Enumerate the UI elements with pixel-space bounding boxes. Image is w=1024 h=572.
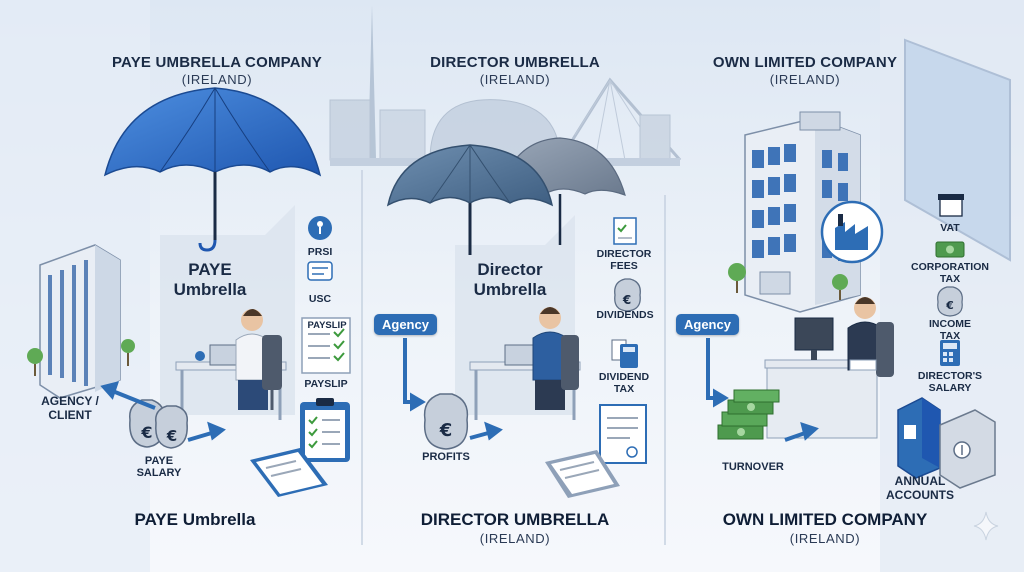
col2-subheading: (IRELAND) — [479, 72, 551, 87]
svg-text:€: € — [622, 293, 631, 307]
window-shape — [904, 38, 1011, 262]
sparkle-icon — [973, 511, 999, 541]
col2-heading: DIRECTOR UMBRELLA — [430, 54, 600, 71]
limited-company-worker-desk-icon — [764, 297, 894, 439]
director-tablet-icon — [545, 450, 620, 498]
col1-money-label: PAYE SALARY — [136, 455, 182, 479]
col3-agency-badge: Agency — [676, 314, 739, 335]
col1-subheading: (IRELAND) — [181, 72, 253, 87]
col3-item-income-tax: INCOME TAX — [929, 318, 971, 342]
col2-agency-badge: Agency — [374, 314, 437, 335]
col1-center-label: PAYE Umbrella — [173, 260, 247, 299]
paye-worker-desk-icon — [175, 309, 287, 420]
col1-footer: PAYE Umbrella — [134, 510, 256, 529]
col1-item-usc: USC — [308, 293, 332, 305]
directors-salary-calculator-icon — [940, 340, 960, 366]
turnover-cash-stack-icon — [717, 389, 780, 440]
income-tax-bag-icon: € — [937, 286, 963, 317]
col2-center-label: Director Umbrella — [473, 260, 547, 299]
col3-accounts-label: ANNUAL ACCOUNTS — [886, 474, 954, 502]
euro-money-bags-icon: € € — [129, 399, 189, 449]
payslip-document-icon — [301, 317, 351, 374]
col3-heading: OWN LIMITED COMPANY — [712, 54, 898, 71]
col1-item-prsi: PRSI — [307, 246, 333, 258]
col3-footer-sub: (IRELAND) — [789, 531, 861, 546]
col3-footer: OWN LIMITED COMPANY — [722, 510, 928, 529]
col3-item-vat: VAT — [940, 222, 960, 234]
safe-icon — [939, 409, 996, 489]
prsi-icon — [308, 216, 332, 240]
svg-text:€: € — [140, 423, 152, 442]
col1-heading: PAYE UMBRELLA COMPANY — [111, 54, 323, 71]
director-document-icon — [599, 404, 647, 464]
col1-item-payslip: PAYSLIP — [304, 378, 348, 390]
umbrella-slate-icon — [386, 144, 554, 255]
umbrella-blue-icon — [103, 87, 322, 252]
clipboard-checklist-icon — [300, 398, 350, 462]
col2-item-dividend-tax: DIVIDEND TAX — [598, 371, 650, 395]
corporation-tax-banknote-icon — [935, 241, 965, 258]
col2-footer-sub: (IRELAND) — [479, 531, 551, 546]
col3-subheading: (IRELAND) — [769, 72, 841, 87]
flow-arrow-col2 — [403, 338, 503, 441]
director-worker-desk-icon — [469, 307, 581, 420]
col3-item-corporation-tax: CORPORATION TAX — [911, 261, 989, 285]
vat-icon — [938, 194, 964, 217]
director-fees-icon — [613, 217, 637, 245]
calculator-icon — [611, 339, 638, 368]
flow-arrow-col3 — [706, 338, 819, 442]
col3-item-directors-salary: DIRECTOR'S SALARY — [917, 370, 983, 394]
col2-item-dividends: DIVIDENDS — [596, 309, 654, 321]
payslip-tablet-icon — [250, 448, 328, 497]
col1-client-label: AGENCY / CLIENT — [41, 394, 99, 422]
svg-text:€: € — [945, 299, 954, 312]
svg-text:€: € — [166, 427, 177, 445]
annual-accounts-binder-icon — [897, 397, 941, 479]
profits-money-bag-icon: € — [423, 393, 469, 450]
col1-item-payslip-doc: PAYSLIP — [307, 320, 347, 331]
usc-icon — [307, 261, 333, 281]
col3-money-label: TURNOVER — [722, 461, 784, 473]
dividends-bag-icon: € — [614, 278, 641, 312]
col2-footer: DIRECTOR UMBRELLA — [420, 510, 610, 529]
col2-item-director-fees: DIRECTOR FEES — [596, 248, 652, 272]
factory-badge-icon — [820, 200, 884, 264]
client-building-icon — [27, 244, 135, 399]
svg-text:€: € — [439, 420, 453, 441]
col2-money-label: PROFITS — [422, 451, 470, 463]
flow-arrow-col1 — [100, 381, 226, 442]
